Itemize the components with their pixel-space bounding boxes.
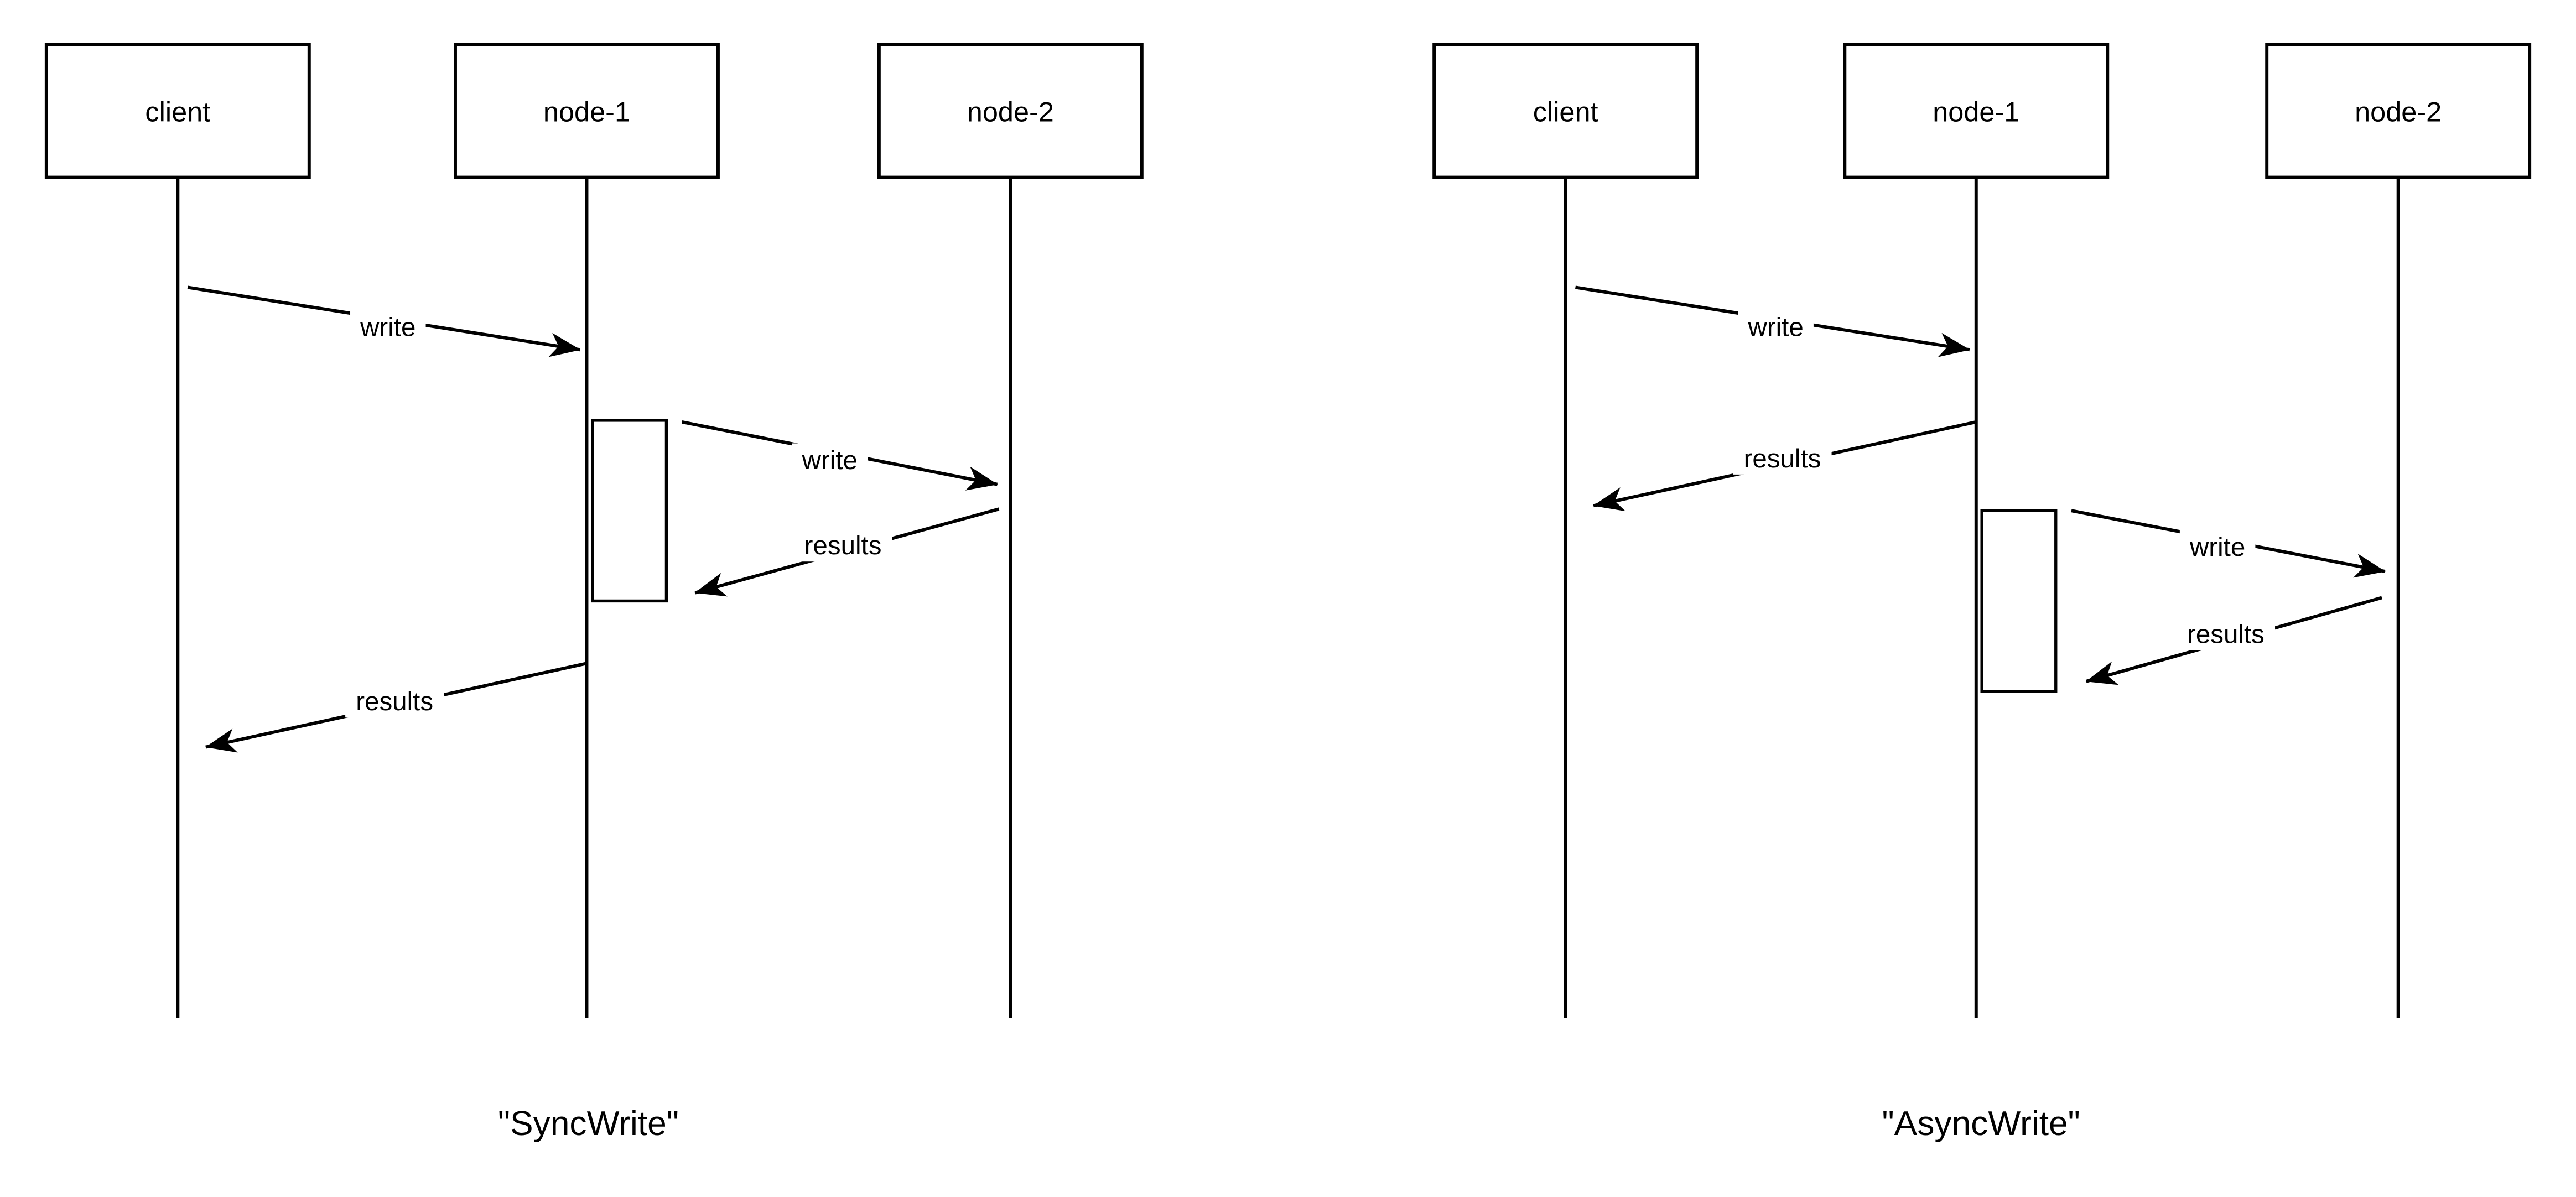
message-label-halo <box>345 684 444 718</box>
message-label-results: results <box>2187 620 2265 649</box>
message-label-halo <box>350 310 426 344</box>
message-label-results: results <box>1744 444 1821 473</box>
activation-box-node-1 <box>591 419 668 603</box>
actor-box-client <box>1432 43 1699 179</box>
message-label-halo <box>2176 617 2276 650</box>
actor-label-node-1: node-1 <box>1933 96 2019 128</box>
actor-box-node-2 <box>877 43 1144 179</box>
message-label-write: write <box>1747 313 1803 342</box>
message-label-write: write <box>802 446 858 475</box>
actor-label-client: client <box>145 96 210 128</box>
actor-box-node-1 <box>1843 43 2110 179</box>
diagram-syncwrite: client node-1 node-2 write write results… <box>44 43 1144 1143</box>
diagram-asyncwrite: client node-1 node-2 write results write… <box>1432 43 2532 1143</box>
message-label-halo <box>1738 310 1814 344</box>
message-label-halo <box>792 443 868 476</box>
message-label-halo <box>1733 441 1832 475</box>
message-label-halo <box>793 528 892 562</box>
actor-label-node-2: node-2 <box>2355 96 2442 128</box>
message-label-halo <box>2179 530 2256 564</box>
message-label-results: results <box>804 531 882 560</box>
actor-label-node-2: node-2 <box>967 96 1054 128</box>
message-label-write: write <box>2189 533 2245 562</box>
actor-label-node-1: node-1 <box>543 96 630 128</box>
message-label-results: results <box>356 687 433 716</box>
activation-box-node-1 <box>1980 509 2058 693</box>
actor-label-client: client <box>1533 96 1598 128</box>
actor-box-node-1 <box>454 43 720 179</box>
diagram-caption-asyncwrite: "AsyncWrite" <box>1882 1105 2080 1143</box>
actor-box-client <box>44 43 311 179</box>
message-label-write: write <box>360 313 416 342</box>
diagram-caption-syncwrite: "SyncWrite" <box>498 1105 679 1143</box>
actor-box-node-2 <box>2265 43 2532 179</box>
